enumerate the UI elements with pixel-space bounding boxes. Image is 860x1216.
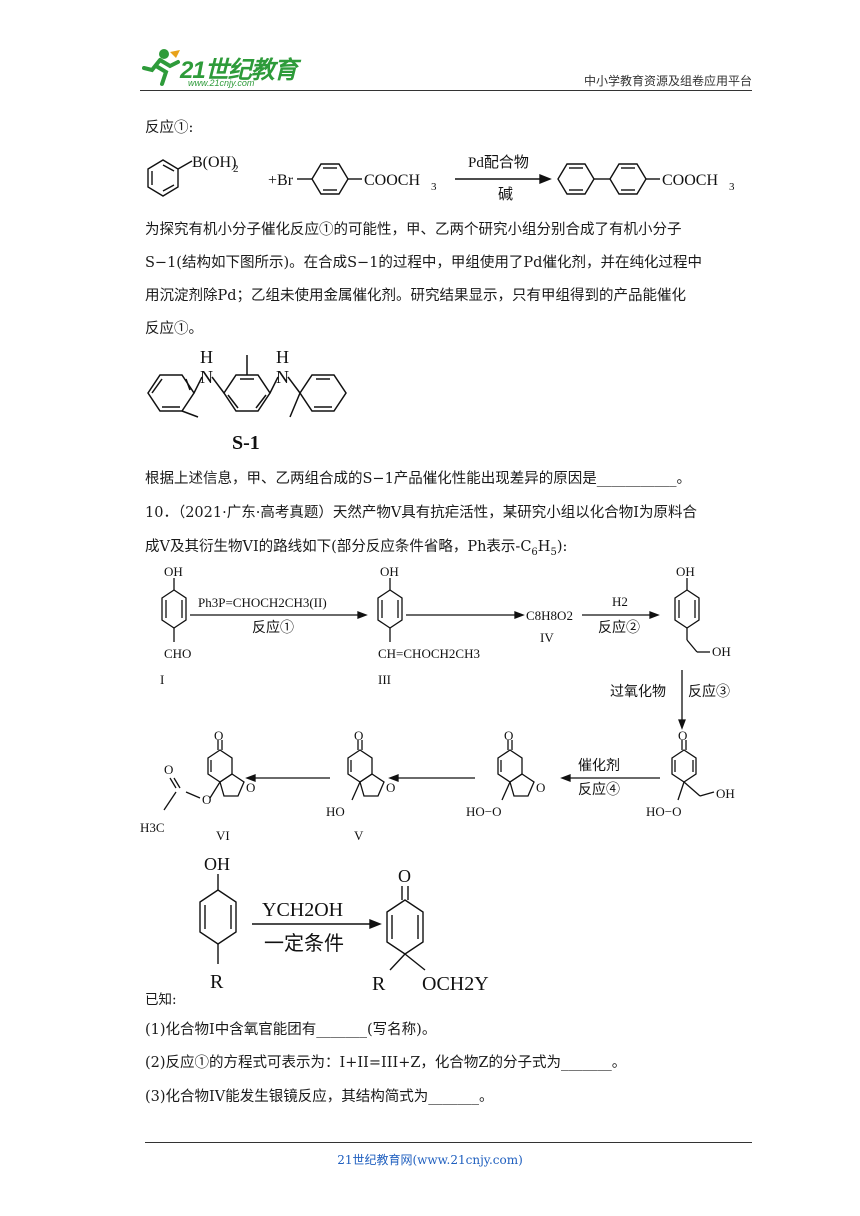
header-rule: [140, 90, 752, 91]
svg-text:OH: OH: [712, 644, 731, 659]
svg-text:V: V: [354, 828, 364, 843]
svg-text:OH: OH: [716, 786, 735, 801]
platform-name: 中小学教育资源及组卷应用平台: [583, 74, 752, 88]
svg-text:HO−O: HO−O: [646, 804, 682, 819]
svg-text:反应③: 反应③: [688, 683, 730, 700]
svg-text:VI: VI: [216, 828, 230, 843]
logo-runner-icon: [142, 49, 180, 86]
paragraph-line-3: 用沉淀剂除Pd；乙组未使用金属催化剂。研究结果显示，只有甲组得到的产品能催化: [145, 288, 687, 304]
svg-text:O: O: [214, 728, 223, 743]
svg-text:过氧化物: 过氧化物: [610, 684, 666, 700]
svg-text:N: N: [200, 367, 213, 387]
base-label: 碱: [498, 186, 513, 203]
svg-text:3: 3: [729, 181, 735, 193]
svg-text:2: 2: [233, 163, 239, 175]
reaction1-scheme: B(OH) 2 +Br COOCH 3 Pd配合物 碱 COOCH 3: [147, 154, 735, 203]
svg-text:3: 3: [431, 181, 437, 193]
svg-text:H3C: H3C: [140, 820, 165, 835]
svg-text:一定条件: 一定条件: [264, 932, 344, 955]
svg-text:O: O: [536, 780, 545, 795]
svg-text:催化剂: 催化剂: [578, 758, 620, 774]
svg-text:OH: OH: [204, 854, 230, 874]
svg-text:C8H8O2: C8H8O2: [526, 608, 573, 623]
svg-text:反应④: 反应④: [578, 781, 620, 798]
svg-text:OH: OH: [164, 564, 183, 579]
known-reaction: OH R YCH2OH 一定条件 O R OCH2Y: [199, 854, 489, 995]
svg-text:N: N: [276, 367, 289, 387]
paragraph-line-4: 反应①。: [145, 321, 203, 337]
svg-text:I: I: [160, 672, 164, 687]
svg-text:OCH2Y: OCH2Y: [422, 973, 489, 995]
svg-text:OH: OH: [380, 564, 399, 579]
svg-text:R: R: [372, 973, 386, 995]
logo-url: www.21cnjy.com: [188, 78, 255, 88]
svg-text:HO−O: HO−O: [466, 804, 502, 819]
logo-text: 21世纪教育: [180, 57, 298, 84]
svg-text:CHO: CHO: [164, 646, 191, 661]
q10-line-2: 成V及其衍生物VI的路线如下(部分反应条件省略，Ph表示-C6H5):: [145, 539, 568, 558]
svg-text:O: O: [164, 762, 173, 777]
svg-text:O: O: [246, 780, 255, 795]
s1-label: S-1: [232, 432, 260, 454]
svg-text:O: O: [678, 728, 687, 743]
svg-text:O: O: [386, 780, 395, 795]
benzene-ring-2: [297, 163, 362, 195]
paragraph-line-2: S−1(结构如下图所示)。在合成S−1的过程中，甲组使用了Pd催化剂，并在纯化过…: [145, 255, 702, 271]
svg-text:O: O: [398, 866, 411, 886]
known-label: 已知:: [145, 992, 177, 1008]
svg-text:O: O: [202, 792, 211, 807]
question-s1-reason: 根据上述信息，甲、乙两组合成的S−1产品催化性能出现差异的原因是________…: [145, 471, 692, 487]
q10-line-1: 10．（2021·广东·高考真题）天然产物V具有抗疟活性，某研究小组以化合物I为…: [145, 505, 698, 521]
synthesis-route: OH CHO I Ph3P=CHOCH2CH3(II) 反应① OH CH=CH…: [140, 564, 735, 843]
biphenyl-product: [557, 163, 660, 195]
benzene-ring-1: [147, 159, 193, 197]
header: 21世纪教育 www.21cnjy.com 中小学教育资源及组卷应用平台: [140, 40, 752, 92]
svg-text:Ph3P=CHOCH2CH3(II): Ph3P=CHOCH2CH3(II): [198, 595, 327, 610]
footer-text[interactable]: 21世纪教育网(www.21cnjy.com): [337, 1153, 523, 1167]
question-2: (2)反应①的方程式可表示为：I+II=III+Z，化合物Z的分子式为_____…: [145, 1055, 627, 1071]
svg-text:反应①: 反应①: [252, 619, 294, 636]
svg-text:HO: HO: [326, 804, 345, 819]
svg-text:O: O: [504, 728, 513, 743]
reaction1-label: 反应①:: [145, 120, 194, 136]
svg-text:H: H: [200, 347, 213, 367]
svg-text:O: O: [354, 728, 363, 743]
svg-text:IV: IV: [540, 630, 554, 645]
footer-rule: [145, 1142, 752, 1143]
svg-text:+Br: +Br: [268, 172, 294, 189]
svg-text:R: R: [210, 971, 224, 993]
svg-text:CH=CHOCH2CH3: CH=CHOCH2CH3: [378, 646, 480, 661]
svg-text:H: H: [276, 347, 289, 367]
paragraph-line-1: 为探究有机小分子催化反应①的可能性，甲、乙两个研究小组分别合成了有机小分子: [145, 222, 682, 238]
svg-text:H2: H2: [612, 594, 628, 609]
reaction-arrow: [455, 173, 552, 185]
svg-text:YCH2OH: YCH2OH: [262, 899, 343, 921]
catalyst-label: Pd配合物: [468, 154, 529, 171]
svg-text:反应②: 反应②: [598, 619, 640, 636]
s1-structure: H N H N S-1: [147, 347, 347, 454]
question-1: (1)化合物I中含氧官能团有_______(写名称)。: [145, 1022, 437, 1038]
svg-text:COOCH: COOCH: [364, 172, 420, 189]
svg-text:III: III: [378, 672, 391, 687]
svg-text:OH: OH: [676, 564, 695, 579]
boronic-text: B(OH): [192, 154, 236, 171]
svg-text:COOCH: COOCH: [662, 172, 718, 189]
question-3: (3)化合物IV能发生银镜反应，其结构简式为_______。: [145, 1089, 494, 1105]
